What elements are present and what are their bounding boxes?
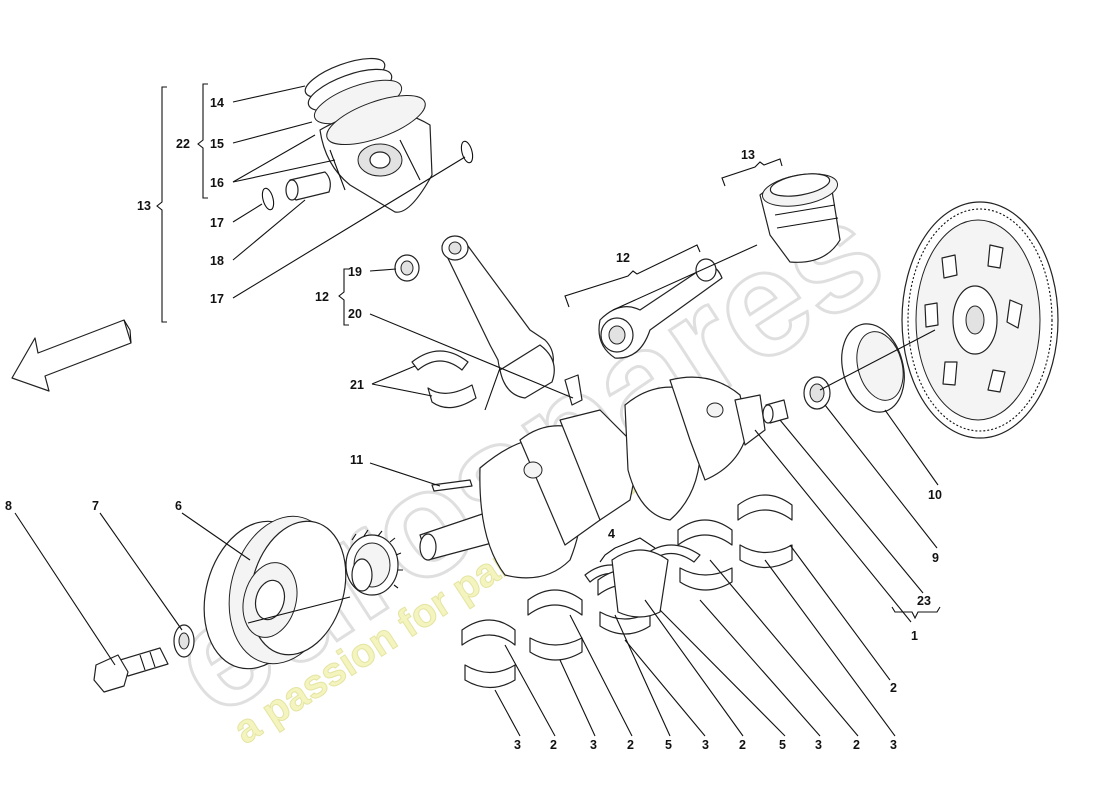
callout-10: 10 — [928, 488, 942, 502]
crank-bolt — [93, 647, 169, 693]
callout-bottom-3a: 3 — [514, 738, 521, 752]
callout-labels: 14 22 15 16 13 17 18 17 19 12 20 21 12 1… — [5, 96, 942, 752]
callout-bottom-3b: 3 — [590, 738, 597, 752]
callout-15: 15 — [210, 137, 224, 151]
bracket-13-left — [156, 86, 167, 323]
callout-bottom-3e: 3 — [890, 738, 897, 752]
callout-17-lower: 17 — [210, 292, 224, 306]
pilot-bush — [762, 399, 789, 424]
callout-bottom-5a: 5 — [665, 738, 672, 752]
callout-11: 11 — [350, 453, 363, 467]
connecting-rod-right — [598, 258, 723, 359]
callout-21: 21 — [350, 378, 364, 392]
callout-bottom-3c: 3 — [702, 738, 709, 752]
callout-2-right: 2 — [890, 681, 897, 695]
flywheel — [901, 201, 1059, 439]
main-bearing-shells — [461, 494, 793, 689]
bracket-12-left — [338, 268, 349, 326]
callout-12-right: 12 — [616, 251, 630, 265]
callout-20: 20 — [348, 307, 362, 321]
callout-9: 9 — [932, 551, 939, 565]
callout-22: 22 — [176, 137, 190, 151]
bracket-13-right — [721, 158, 783, 187]
rear-oil-seal — [841, 323, 905, 413]
callout-bottom-2a: 2 — [550, 738, 557, 752]
washer — [173, 624, 195, 658]
woodruff-key — [431, 479, 473, 492]
callout-14: 14 — [210, 96, 224, 110]
circlip-left — [261, 187, 275, 211]
bearing-shells-21 — [411, 350, 477, 409]
callout-18: 18 — [210, 254, 224, 268]
piston-right — [759, 173, 841, 263]
callout-bottom-5b: 5 — [779, 738, 786, 752]
callout-bottom-3d: 3 — [815, 738, 822, 752]
callout-16: 16 — [210, 176, 224, 190]
callout-1: 1 — [911, 629, 918, 643]
bracket-1 — [891, 606, 941, 620]
piston-upper-left — [304, 57, 433, 213]
front-direction-arrow-icon — [11, 319, 132, 392]
callout-7: 7 — [92, 499, 99, 513]
callout-8: 8 — [5, 499, 12, 513]
callout-bottom-2d: 2 — [853, 738, 860, 752]
bracket-4 — [599, 537, 656, 563]
pilot-bearing — [803, 376, 831, 410]
callout-19: 19 — [348, 265, 362, 279]
callout-6: 6 — [175, 499, 182, 513]
crank-pulley — [203, 515, 347, 670]
bracket-22 — [197, 83, 208, 199]
callout-17-upper: 17 — [210, 216, 224, 230]
leader-lines — [14, 85, 939, 737]
callout-4: 4 — [608, 527, 615, 541]
callout-bottom-2b: 2 — [627, 738, 634, 752]
callout-13-right: 13 — [741, 148, 755, 162]
callout-23: 23 — [917, 594, 931, 608]
callout-12-left: 12 — [315, 290, 329, 304]
callout-bottom-2c: 2 — [739, 738, 746, 752]
circlip-right — [460, 140, 474, 164]
callout-13-left: 13 — [137, 199, 151, 213]
crankshaft — [419, 376, 766, 579]
timing-gear — [345, 529, 403, 596]
bracket-12-right — [564, 244, 701, 308]
piston-pin — [285, 171, 331, 201]
